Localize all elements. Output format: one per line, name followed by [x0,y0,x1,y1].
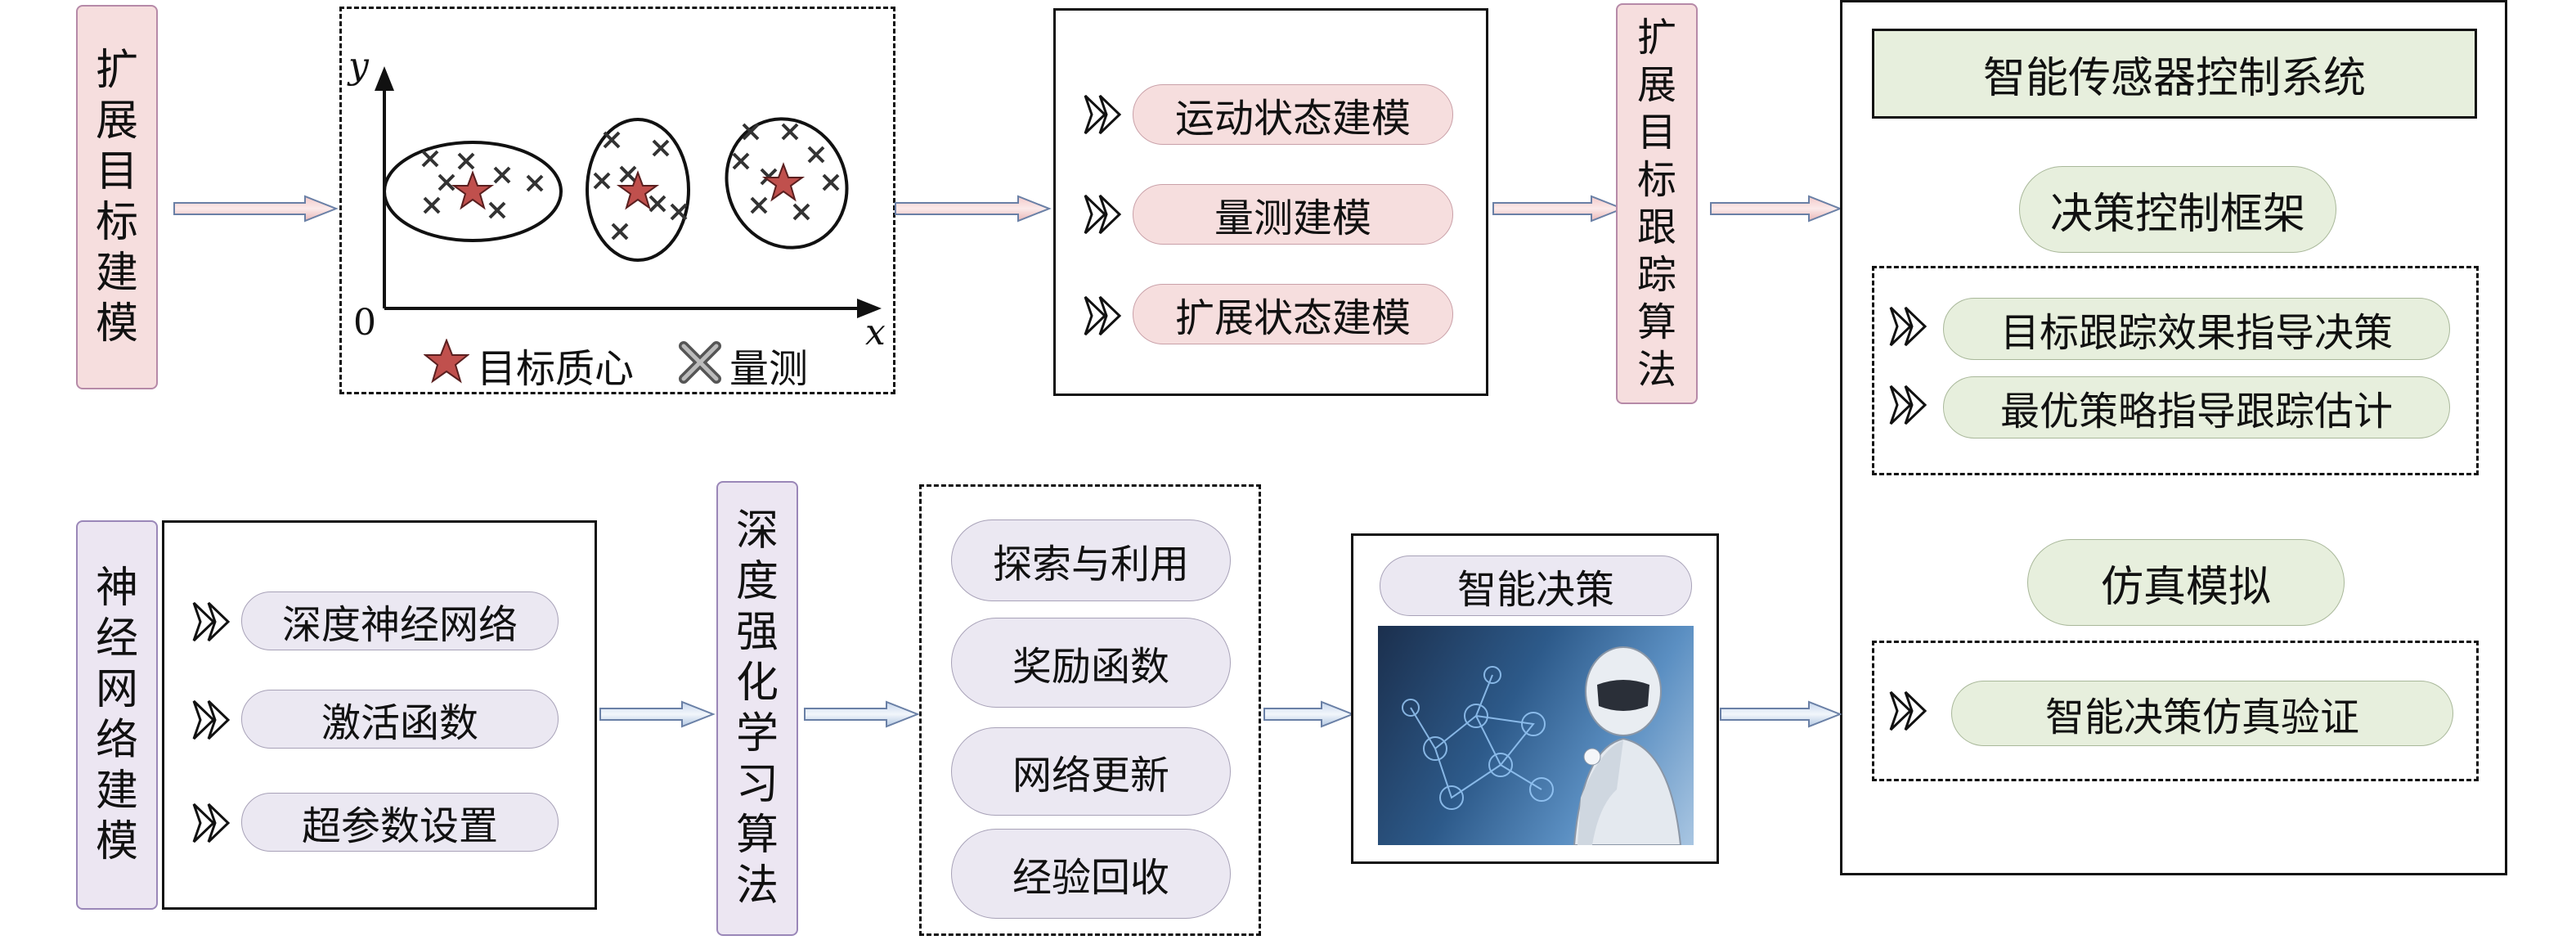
measurement-cross [457,152,475,170]
measurement-cross [603,131,621,149]
measurement-cross [822,173,840,191]
chevron-right-icon [192,601,231,642]
extended-target-modeling-tab: 扩展目标建模 [76,5,158,389]
x-axis-label: x [865,312,886,353]
measurement-cross [493,166,511,184]
intelligent-sensor-control-system-panel: 智能传感器控制系统 决策控制框架 目标跟踪效果指导决策 最优策略指导跟踪估计 仿… [1840,0,2507,875]
deep-neural-network: 深度神经网络 [241,591,559,650]
robot-network-illustration [1402,646,1682,845]
extended-target-tracking-tab: 扩展目标跟踪算法 [1616,3,1698,404]
chevron-right-icon [1084,295,1122,336]
legend-measurement-label: 量测 [729,346,809,392]
centroid-star-3 [761,162,806,202]
measurement-cross [648,195,666,213]
simulation-group: 智能决策仿真验证 [1872,641,2479,781]
chevron-right-icon [192,803,231,843]
measurement-modeling: 量测建模 [1133,184,1453,245]
ai-robot-image [1378,626,1694,845]
y-axis-label: y [348,45,369,87]
drl-components-panel: 探索与利用 奖励函数 网络更新 经验回收 [919,484,1261,936]
measurement-cross [792,203,810,221]
exploration-exploitation: 探索与利用 [951,519,1231,601]
scatter-diagram-panel: y x 0 目标质心 量测 [339,7,895,394]
decision-framework-group: 目标跟踪效果指导决策 最优策略指导跟踪估计 [1872,266,2479,475]
policy-guides-tracking: 最优策略指导跟踪估计 [1943,376,2450,439]
activation-function: 激活函数 [241,690,559,749]
neural-network-panel: 深度神经网络 激活函数 超参数设置 [162,520,597,910]
measurement-cross [423,196,441,214]
decision-framework-pill: 决策控制框架 [2019,166,2336,253]
system-title: 智能传感器控制系统 [1872,29,2477,119]
chevron-right-icon [192,699,231,740]
measurement-cross [619,165,637,183]
extended-target-modeling-label: 扩展目标建模 [95,46,138,349]
arrow-nn-to-drl [599,700,716,728]
decision-simulation-verification: 智能决策仿真验证 [1951,681,2453,746]
measurement-cross [438,173,456,191]
network-update: 网络更新 [951,727,1231,816]
chevron-right-icon [1084,94,1122,135]
measurement-cross [750,196,768,214]
measurement-cross [807,146,825,164]
measurement-cross [526,174,544,192]
arrow-decision-to-system [1720,700,1842,728]
scatter-diagram [375,66,882,318]
extended-target-tracking-label: 扩展目标跟踪算法 [1636,15,1676,393]
chevron-right-icon [1889,306,1928,347]
neural-network-modeling-tab: 神经网络建模 [76,520,158,910]
arrow-drl-to-components [804,700,920,728]
measurement-cross [488,201,506,219]
reward-function: 奖励函数 [951,618,1231,708]
centroid-star-1 [451,170,495,210]
chevron-right-icon [1084,194,1122,235]
tracking-guides-decision: 目标跟踪效果指导决策 [1943,298,2450,360]
extended-state-modeling: 扩展状态建模 [1133,284,1453,344]
legend-centroid-label: 目标质心 [477,346,635,392]
arrow-models-to-tracking [1492,195,1625,223]
neural-network-modeling-label: 神经网络建模 [95,564,138,866]
arrow-tracking-to-system [1710,195,1842,223]
deep-rl-algorithm-tab: 深度强化学习算法 [716,481,798,936]
measurement-cross [781,123,799,141]
origin-label: 0 [353,302,376,344]
simulation-pill: 仿真模拟 [2027,539,2345,626]
arrow-modeling-to-scatter [173,195,339,223]
state-modeling-panel: 运动状态建模 量测建模 扩展状态建模 [1053,8,1488,396]
measurement-cross [742,123,760,141]
deep-rl-algorithm-label: 深度强化学习算法 [735,506,779,911]
centroid-star-icon [424,339,469,384]
measurement-cross [593,172,611,190]
measurement-cross [421,150,439,168]
arrow-scatter-to-models [895,195,1052,223]
hyperparameter-setting: 超参数设置 [241,793,559,852]
intelligent-decision-title: 智能决策 [1380,555,1692,616]
motion-state-modeling: 运动状态建模 [1133,84,1453,145]
measurement-cross [670,203,688,221]
centroid-star-2 [616,170,660,210]
chevron-right-icon [1889,690,1928,731]
arrow-components-to-decision [1263,700,1355,728]
measurement-cross [732,152,750,170]
chevron-right-icon [1889,385,1928,425]
measurement-cross [611,223,629,241]
intelligent-decision-panel: 智能决策 [1351,533,1719,864]
experience-replay: 经验回收 [951,829,1231,919]
measurement-cross [652,139,670,157]
measurement-cross-icon [679,341,721,384]
